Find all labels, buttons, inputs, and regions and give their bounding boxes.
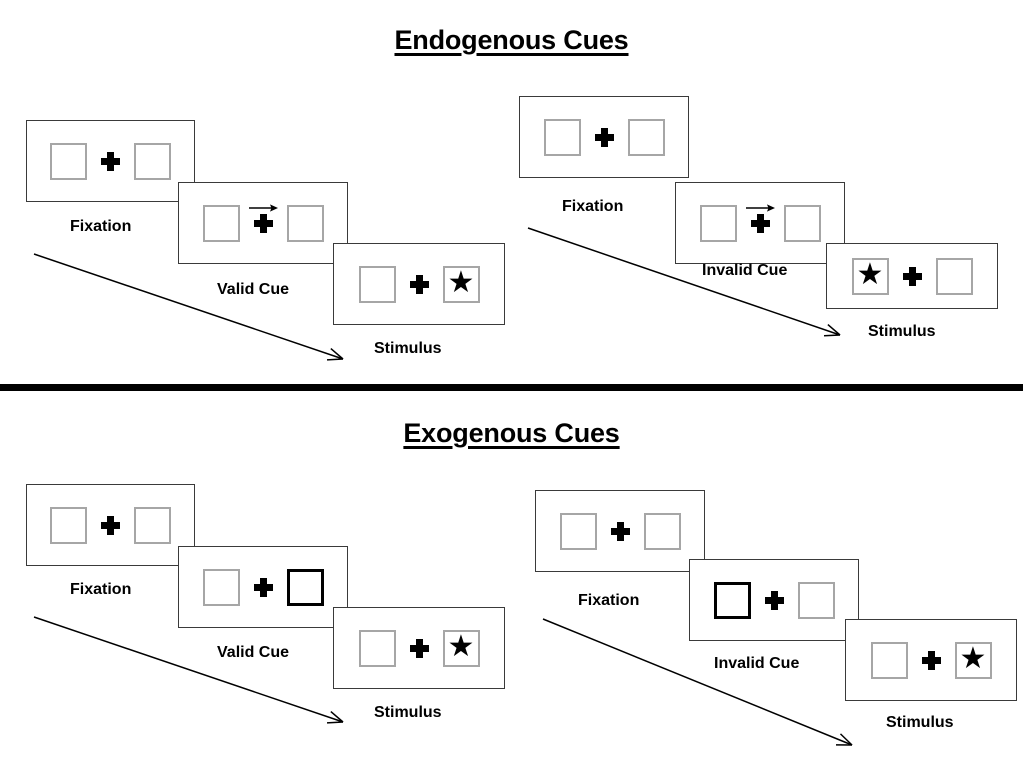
fixation-cross-icon [746,203,775,233]
trial-panel-endo-valid-fixation: ★★ [26,120,195,202]
panel-caption-exo-valid-stimulus: Stimulus [374,704,442,721]
panel-content: ★★ [543,118,665,156]
panel-content: ★★ [202,203,324,242]
trial-panel-exo-valid-fixation: ★★ [26,484,195,566]
panel-caption-exo-invalid-stimulus: Stimulus [886,714,954,731]
section-divider [0,384,1023,391]
left-placeholder-box: ★ [202,204,240,242]
star-target-icon: ★ [856,258,884,291]
panel-caption-exo-invalid-cue: Invalid Cue [714,655,800,672]
fixation-cross-icon [921,650,941,670]
left-placeholder-box: ★ [870,641,908,679]
left-placeholder-box: ★ [50,506,87,544]
flow-arrow-exogenous-valid [22,605,355,734]
fixation-cross-icon [764,590,784,610]
fixation-cross-icon [253,577,273,597]
cue-arrow-right-icon [745,200,775,212]
trial-panel-endo-invalid-stimulus: ★★ [826,243,998,309]
left-placeholder-box: ★ [358,265,396,303]
section-title-text: Exogenous Cues [403,418,620,448]
fixation-cross-icon [409,274,429,294]
panel-content: ★★ [358,265,480,303]
trial-panel-endo-invalid-fixation: ★★ [519,96,689,178]
panel-caption-endo-invalid-fixation: Fixation [562,198,624,215]
section-title-endogenous: Endogenous Cues [0,25,1023,56]
section-title-text: Endogenous Cues [394,25,629,55]
fixation-cross-icon [101,515,120,535]
panel-caption-endo-valid-stimulus: Stimulus [374,340,442,357]
right-placeholder-box: ★ [954,641,992,679]
trial-panel-endo-invalid-cue: ★★ [675,182,845,264]
star-target-icon: ★ [959,642,987,675]
section-title-exogenous: Exogenous Cues [0,418,1023,449]
trial-panel-exo-valid-cue: ★★ [178,546,348,628]
left-placeholder-box: ★ [699,204,737,242]
left-placeholder-box: ★ [358,629,396,667]
right-placeholder-box: ★ [286,568,324,606]
panel-caption-exo-invalid-fixation: Fixation [578,592,640,609]
star-target-icon: ★ [447,630,475,663]
fixation-cross-icon [101,151,120,171]
left-placeholder-box: ★ [202,568,240,606]
right-placeholder-box: ★ [935,257,973,295]
panel-caption-endo-valid-fixation: Fixation [70,218,132,235]
panel-content: ★★ [559,512,681,550]
fixation-cross-icon [594,127,614,147]
fixation-cross-icon [409,638,429,658]
fixation-cross-icon [249,203,278,233]
trial-panel-exo-invalid-cue: ★★ [689,559,859,641]
right-placeholder-box: ★ [442,629,480,667]
panel-caption-exo-valid-fixation: Fixation [70,581,132,598]
fixation-cross-icon [902,266,922,286]
flow-arrow-exogenous-invalid [531,607,864,757]
panel-content: ★★ [870,641,992,679]
right-placeholder-box: ★ [627,118,665,156]
cue-arrow-right-icon [248,200,278,212]
trial-panel-exo-invalid-fixation: ★★ [535,490,705,572]
trial-panel-exo-invalid-stimulus: ★★ [845,619,1017,701]
panel-content: ★★ [699,203,821,242]
panel-content: ★★ [50,142,171,180]
flow-arrow-endogenous-valid [22,242,355,371]
trial-panel-exo-valid-stimulus: ★★ [333,607,505,689]
left-placeholder-box: ★ [50,142,87,180]
panel-content: ★★ [851,257,973,295]
right-placeholder-box: ★ [286,204,324,242]
panel-content: ★★ [713,581,835,619]
star-target-icon: ★ [447,266,475,299]
left-placeholder-box: ★ [543,118,581,156]
right-placeholder-box: ★ [442,265,480,303]
panel-caption-endo-invalid-cue: Invalid Cue [702,262,788,279]
trial-panel-endo-valid-cue: ★★ [178,182,348,264]
right-placeholder-box: ★ [134,142,171,180]
left-placeholder-box: ★ [851,257,889,295]
right-placeholder-box: ★ [783,204,821,242]
panel-caption-endo-valid-cue: Valid Cue [217,281,290,298]
right-placeholder-box: ★ [134,506,171,544]
panel-caption-exo-valid-cue: Valid Cue [217,644,290,661]
left-placeholder-box: ★ [559,512,597,550]
panel-content: ★★ [50,506,171,544]
panel-caption-endo-invalid-stimulus: Stimulus [868,323,936,340]
panel-content: ★★ [202,568,324,606]
panel-content: ★★ [358,629,480,667]
right-placeholder-box: ★ [643,512,681,550]
trial-panel-endo-valid-stimulus: ★★ [333,243,505,325]
left-placeholder-box: ★ [713,581,751,619]
right-placeholder-box: ★ [797,581,835,619]
flow-arrow-endogenous-invalid [516,216,852,347]
fixation-cross-icon [610,521,630,541]
